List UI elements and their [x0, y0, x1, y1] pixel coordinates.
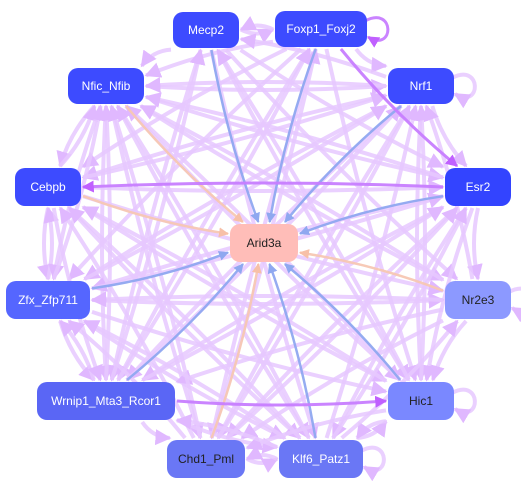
edge-cebpb-to-nrf1 [82, 92, 388, 180]
node-foxp1-box [275, 11, 367, 47]
node-esr2-label: Esr2 [466, 180, 491, 194]
edge-klf6-to-esr2 [331, 206, 468, 440]
node-chd1[interactable]: Chd1_Pml [167, 440, 245, 478]
node-arid3a-box [230, 224, 298, 262]
node-wrnip1[interactable]: Wrnip1_Mta3_Rcor1 [37, 382, 175, 420]
edge-nfic-to-arid3a [125, 105, 244, 223]
edge-klf6-to-wrnip1 [175, 413, 278, 449]
edge-nrf1-to-chd1 [216, 104, 412, 440]
edge-klf6-to-zfx [82, 319, 287, 440]
node-nrf1[interactable]: Nrf1 [388, 68, 454, 104]
node-wrnip1-label: Wrnip1_Mta3_Rcor1 [51, 394, 161, 408]
node-klf6-label: Klf6_Patz1 [292, 452, 350, 466]
edge-zfx-to-nr2e3 [91, 292, 445, 309]
node-cebpb-label: Cebpb [30, 180, 66, 194]
edge-klf6-to-arid3a [267, 263, 317, 439]
edge-foxp1-to-mecp2 [239, 16, 274, 32]
node-mecp2[interactable]: Mecp2 [173, 12, 239, 48]
edge-klf6-to-chd1 [245, 445, 278, 461]
edge-chd1-to-arid3a [210, 263, 262, 439]
node-klf6[interactable]: Klf6_Patz1 [279, 440, 363, 478]
edge-nrf1-to-arid3a [284, 105, 402, 223]
node-arid3a[interactable]: Arid3a [230, 224, 298, 262]
node-klf6-box [279, 440, 363, 478]
edge-foxp1-to-esr2 [339, 48, 459, 168]
edge-chd1-to-esr2 [225, 206, 459, 440]
node-mecp2-label: Mecp2 [188, 23, 224, 37]
edge-wrnip1-to-mecp2 [109, 48, 206, 381]
edge-cebpb-to-klf6 [67, 206, 302, 440]
node-nfic-label: Nfic_Nfib [82, 79, 131, 93]
edge-esr2-to-cebpb [81, 180, 444, 193]
edge-klf6-to-nfic [115, 104, 311, 439]
edge-nrf1-to-cebpb [81, 93, 387, 181]
edge-hic1-to-mecp2 [215, 48, 411, 381]
edge-foxp1-to-hic1 [324, 48, 419, 382]
edge-esr2-to-arid3a [299, 194, 444, 236]
node-chd1-label: Chd1_Pml [178, 452, 234, 466]
edge-cebpb-to-arid3a [82, 194, 229, 238]
self-loop-foxp1 [364, 16, 390, 48]
edge-nrf1-to-nfic [144, 77, 387, 94]
node-chd1-box [167, 440, 245, 478]
node-esr2-box [445, 168, 511, 206]
edge-wrnip1-to-foxp1 [116, 47, 312, 382]
self-loop-nrf1 [451, 72, 477, 109]
edge-wrnip1-to-chd1 [140, 420, 172, 446]
node-foxp1[interactable]: Foxp1_Foxj2 [275, 11, 367, 47]
node-wrnip1-box [37, 382, 175, 420]
edge-chd1-to-nrf1 [216, 104, 412, 440]
node-nrf1-box [388, 68, 454, 104]
node-zfx[interactable]: Zfx_Zfp711 [6, 281, 90, 319]
edge-nfic-to-nrf1 [145, 78, 388, 95]
node-cebpb-box [15, 168, 81, 206]
edge-mecp2-to-arid3a [210, 49, 260, 223]
node-mecp2-box [173, 12, 239, 48]
node-zfx-label: Zfx_Zfp711 [18, 293, 78, 307]
edge-chd1-to-cebpb [58, 206, 196, 439]
self-loops-layer [360, 16, 521, 482]
edge-cebpb-to-zfx [37, 207, 53, 281]
edge-mecp2-to-wrnip1 [106, 49, 203, 382]
edge-hic1-to-cebpb [81, 205, 388, 383]
node-nfic[interactable]: Nfic_Nfib [68, 68, 144, 104]
edge-nr2e3-to-arid3a [299, 249, 444, 292]
edge-esr2-to-nr2e3 [467, 207, 483, 281]
edge-chd1-to-klf6 [246, 457, 279, 473]
node-hic1[interactable]: Hic1 [388, 382, 454, 420]
edge-zfx-to-arid3a [91, 251, 229, 290]
node-nfic-box [68, 68, 144, 104]
node-nr2e3-box [445, 281, 511, 319]
edge-zfx-to-nfic [51, 104, 106, 280]
node-zfx-box [6, 281, 90, 319]
edge-nr2e3-to-chd1 [240, 318, 444, 440]
node-esr2[interactable]: Esr2 [445, 168, 511, 206]
edge-chd1-to-nfic [108, 104, 203, 439]
edge-mecp2-to-nfic [140, 47, 172, 68]
node-hic1-label: Hic1 [409, 394, 433, 408]
edge-mecp2-to-foxp1 [240, 27, 275, 44]
edge-foxp1-to-arid3a [266, 48, 317, 223]
node-nrf1-label: Nrf1 [410, 79, 433, 93]
edge-hic1-to-arid3a [284, 263, 402, 381]
node-hic1-box [388, 382, 454, 420]
edge-zfx-to-cebpb [43, 206, 59, 280]
edge-hic1-to-klf6 [355, 419, 387, 440]
edge-mecp2-to-hic1 [215, 49, 411, 382]
self-loop-hic1 [451, 387, 477, 424]
self-loop-klf6 [360, 445, 386, 482]
edge-wrnip1-to-hic1 [176, 395, 388, 408]
node-arid3a-label: Arid3a [247, 236, 282, 250]
edge-nr2e3-to-zfx [90, 291, 444, 308]
self-loop-nr2e3 [508, 286, 521, 323]
node-foxp1-label: Foxp1_Foxj2 [286, 22, 356, 36]
edge-wrnip1-to-arid3a [126, 263, 244, 381]
edge-foxp1-to-nrf1 [354, 47, 388, 73]
node-nr2e3-label: Nr2e3 [462, 293, 495, 307]
node-cebpb[interactable]: Cebpb [15, 168, 81, 206]
node-nr2e3[interactable]: Nr2e3 [445, 281, 511, 319]
edge-klf6-to-nrf1 [324, 104, 421, 439]
